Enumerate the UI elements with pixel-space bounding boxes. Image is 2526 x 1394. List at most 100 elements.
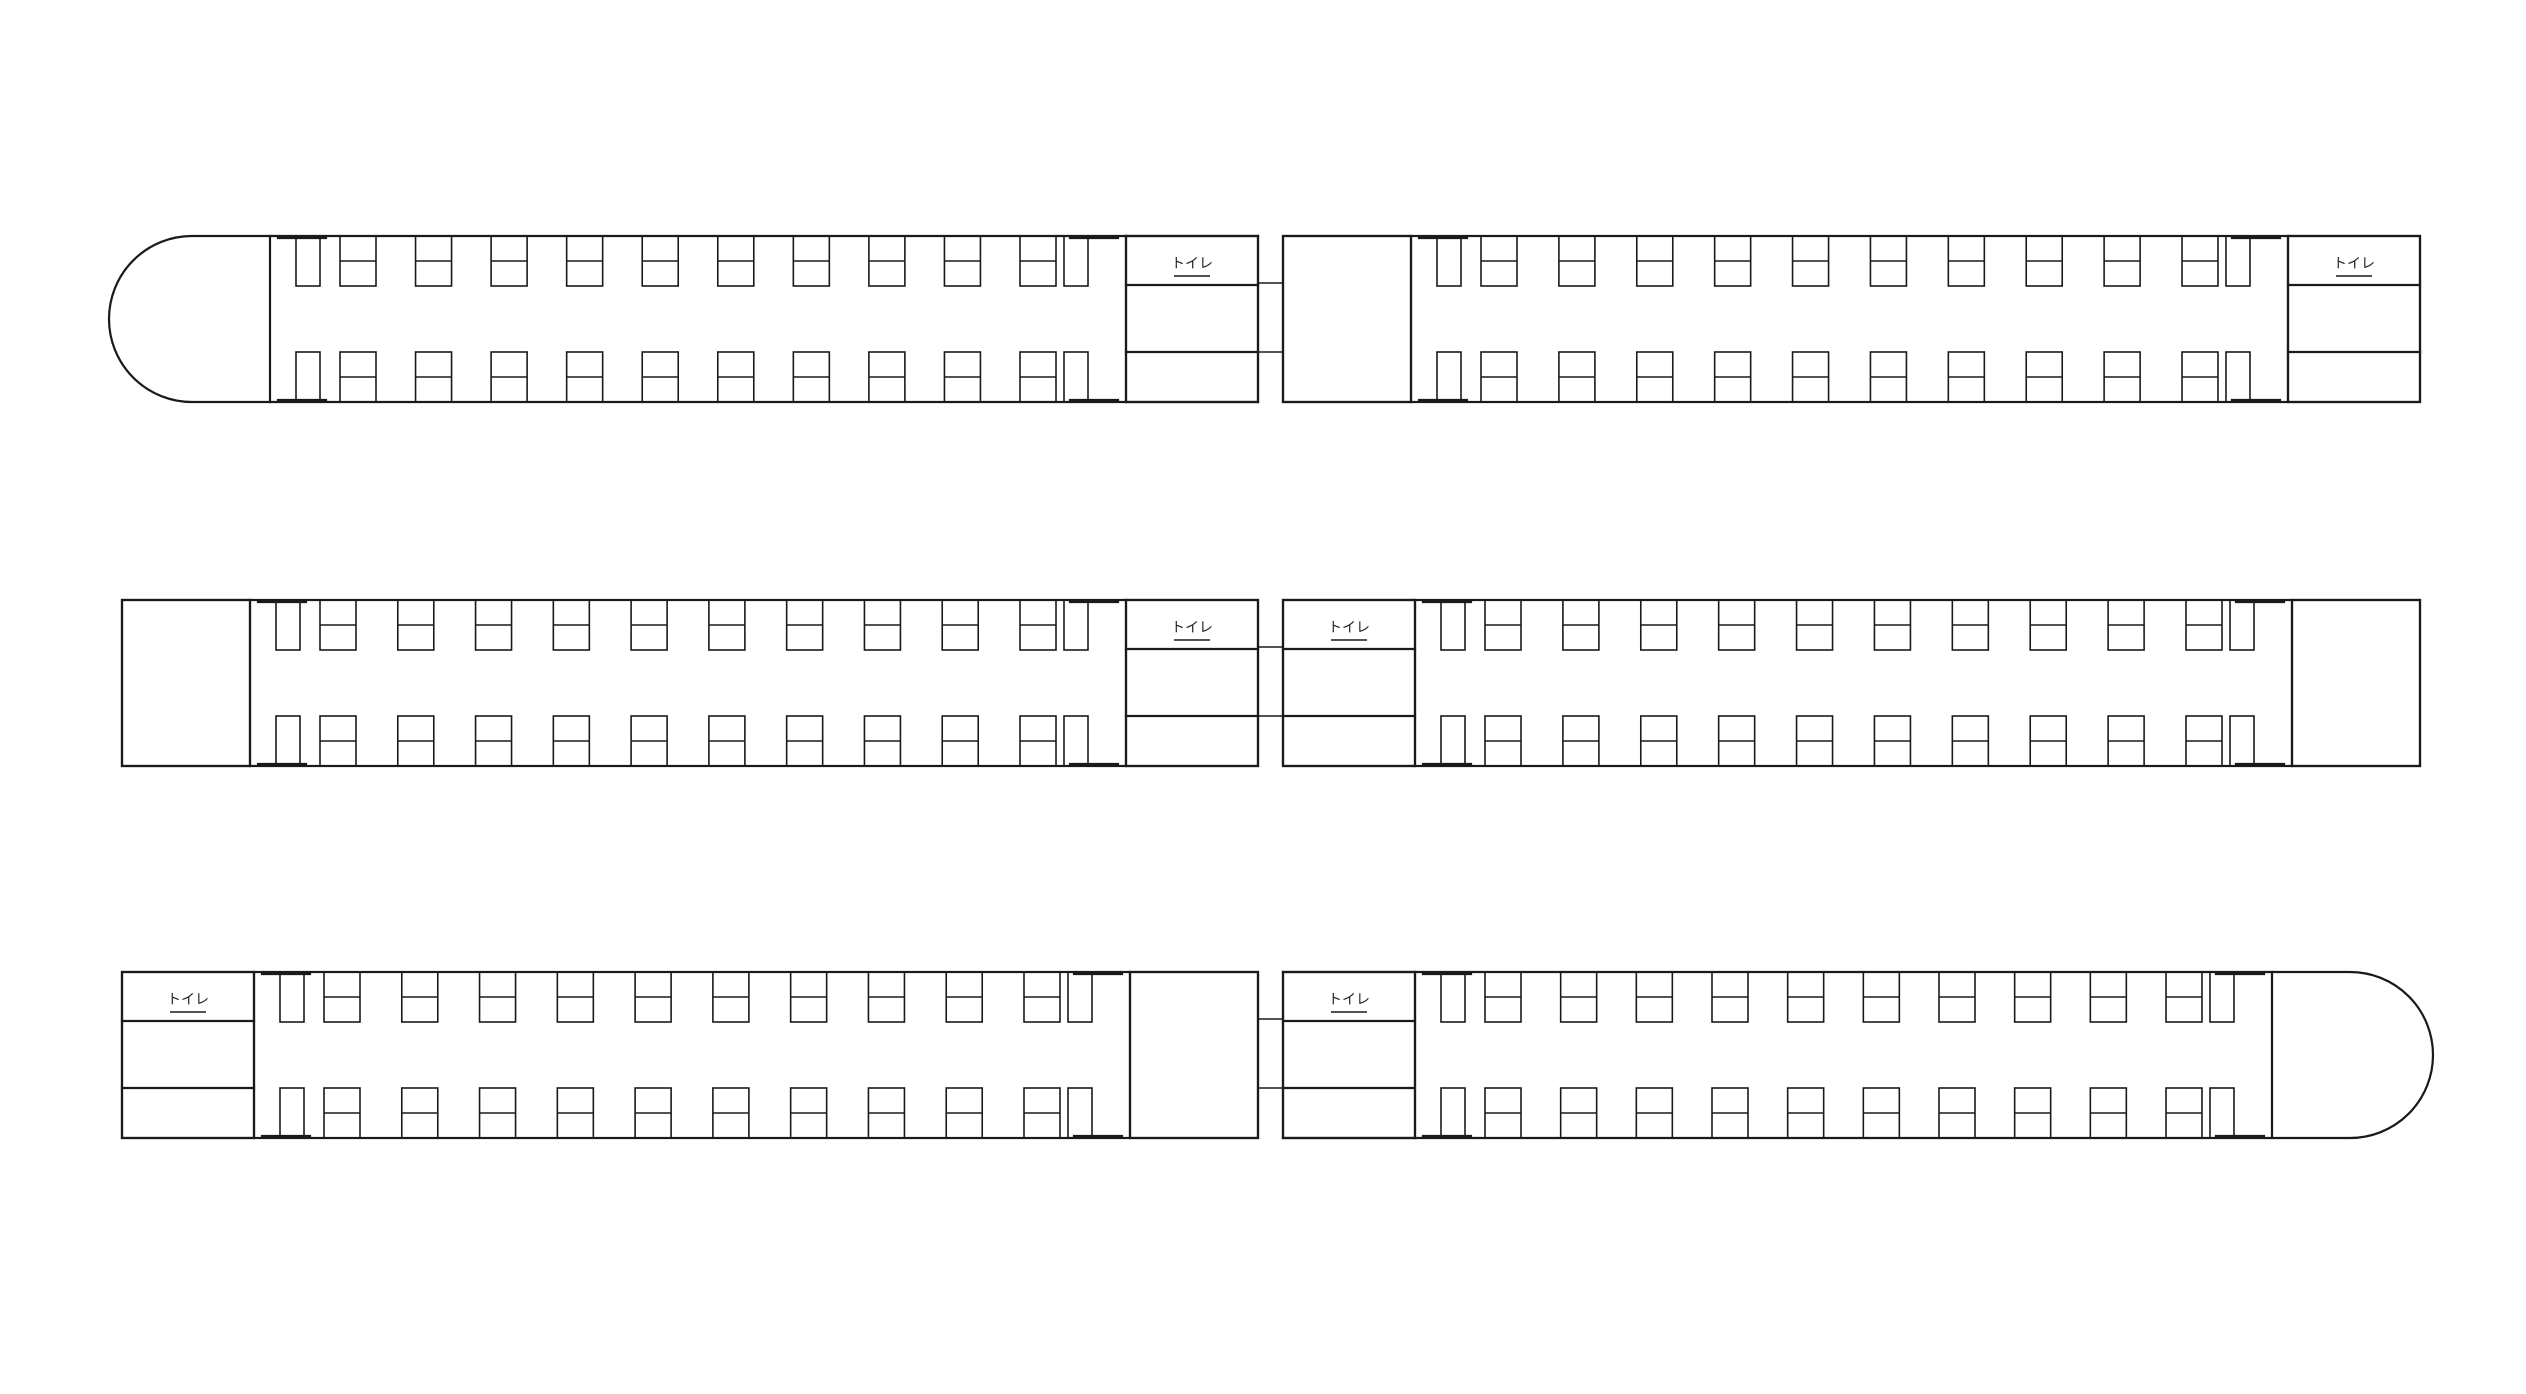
seat-bottom xyxy=(339,351,377,403)
seat-bottom xyxy=(1951,715,1990,767)
door-well xyxy=(1063,715,1089,767)
seat-top xyxy=(1711,971,1749,1023)
seat-top xyxy=(1869,235,1908,287)
seat-top xyxy=(1713,235,1752,287)
door-well xyxy=(295,351,321,403)
seat-bottom xyxy=(941,715,980,767)
seat-top xyxy=(1558,235,1596,287)
seat-top xyxy=(785,599,824,651)
seat-bottom xyxy=(2103,351,2141,403)
seat-top xyxy=(1635,235,1674,287)
seat-bottom xyxy=(414,351,453,403)
door-well xyxy=(2225,351,2251,403)
door-well xyxy=(2209,1087,2235,1139)
seat-bottom xyxy=(1480,351,1518,403)
door-well xyxy=(1436,351,1462,403)
seat-bottom xyxy=(630,715,668,767)
seat-bottom xyxy=(634,1087,672,1139)
seat-top xyxy=(1938,971,1976,1023)
door-well xyxy=(2229,599,2255,651)
seat-top xyxy=(2103,235,2141,287)
seat-top xyxy=(1019,235,1057,287)
door-well xyxy=(1436,235,1462,287)
door-well xyxy=(1440,1087,1466,1139)
seat-bottom xyxy=(2013,1087,2052,1139)
toilet-label: トイレ xyxy=(1328,620,1370,636)
seat-top xyxy=(1480,235,1518,287)
seat-top xyxy=(1786,971,1825,1023)
seat-bottom xyxy=(792,351,831,403)
car-body-nose xyxy=(1281,970,2435,1140)
seat-bottom xyxy=(1558,351,1596,403)
seat-bottom xyxy=(552,715,591,767)
door-well xyxy=(1067,1087,1093,1139)
seat-top xyxy=(634,971,672,1023)
seat-bottom xyxy=(1635,351,1674,403)
seat-top xyxy=(552,599,591,651)
seat-bottom xyxy=(556,1087,595,1139)
seat-top xyxy=(323,971,361,1023)
seat-bottom xyxy=(490,351,528,403)
door-well xyxy=(1440,599,1466,651)
seat-top xyxy=(1019,599,1057,651)
vestibule-block xyxy=(1128,970,1260,1140)
seat-bottom xyxy=(1023,1087,1061,1139)
seat-top xyxy=(319,599,357,651)
vestibule-block xyxy=(2290,598,2422,768)
seat-bottom xyxy=(1484,1087,1522,1139)
seat-bottom xyxy=(716,351,755,403)
door-well xyxy=(1067,971,1093,1023)
toilet-label: トイレ xyxy=(1171,620,1213,636)
seat-top xyxy=(945,971,984,1023)
seat-bottom xyxy=(565,351,604,403)
door-well xyxy=(1440,715,1466,767)
seat-bottom xyxy=(712,1087,750,1139)
car-4: トイレ xyxy=(1281,598,2422,768)
car-body xyxy=(120,970,1260,1140)
seat-bottom xyxy=(2089,1087,2128,1139)
seat-bottom xyxy=(2029,715,2068,767)
seat-bottom xyxy=(1786,1087,1825,1139)
seat-top xyxy=(789,971,828,1023)
seat-bottom xyxy=(1938,1087,1976,1139)
seat-bottom xyxy=(945,1087,984,1139)
seat-top xyxy=(2181,235,2219,287)
seat-top xyxy=(2025,235,2064,287)
seat-top xyxy=(2185,599,2223,651)
seat-top xyxy=(708,599,746,651)
seat-bottom xyxy=(1711,1087,1749,1139)
seat-top xyxy=(2013,971,2052,1023)
seat-bottom xyxy=(708,715,746,767)
seat-top xyxy=(943,235,982,287)
car-2: トイレ xyxy=(1281,234,2422,404)
seat-bottom xyxy=(1862,1087,1901,1139)
seat-bottom xyxy=(1873,715,1912,767)
seat-bottom xyxy=(1562,715,1600,767)
seat-bottom xyxy=(1559,1087,1598,1139)
seat-top xyxy=(941,599,980,651)
toilet-label: トイレ xyxy=(1328,992,1370,1008)
seat-bottom xyxy=(1484,715,1522,767)
seat-top xyxy=(712,971,750,1023)
seat-bottom xyxy=(1717,715,1756,767)
seat-bottom xyxy=(1791,351,1830,403)
seat-top xyxy=(1484,971,1522,1023)
seat-top xyxy=(868,235,906,287)
toilet-label: トイレ xyxy=(2333,256,2375,272)
door-well xyxy=(295,235,321,287)
seat-bottom xyxy=(474,715,513,767)
seat-bottom xyxy=(1019,715,1057,767)
seat-top xyxy=(867,971,906,1023)
seat-top xyxy=(1862,971,1901,1023)
seat-bottom xyxy=(943,351,982,403)
seat-bottom xyxy=(1869,351,1908,403)
seat-top xyxy=(716,235,755,287)
seat-top xyxy=(641,235,680,287)
seat-top xyxy=(863,599,902,651)
seat-top xyxy=(630,599,668,651)
door-well xyxy=(279,971,305,1023)
seat-top xyxy=(1717,599,1756,651)
car-body xyxy=(1281,598,2422,768)
seat-top xyxy=(556,971,595,1023)
